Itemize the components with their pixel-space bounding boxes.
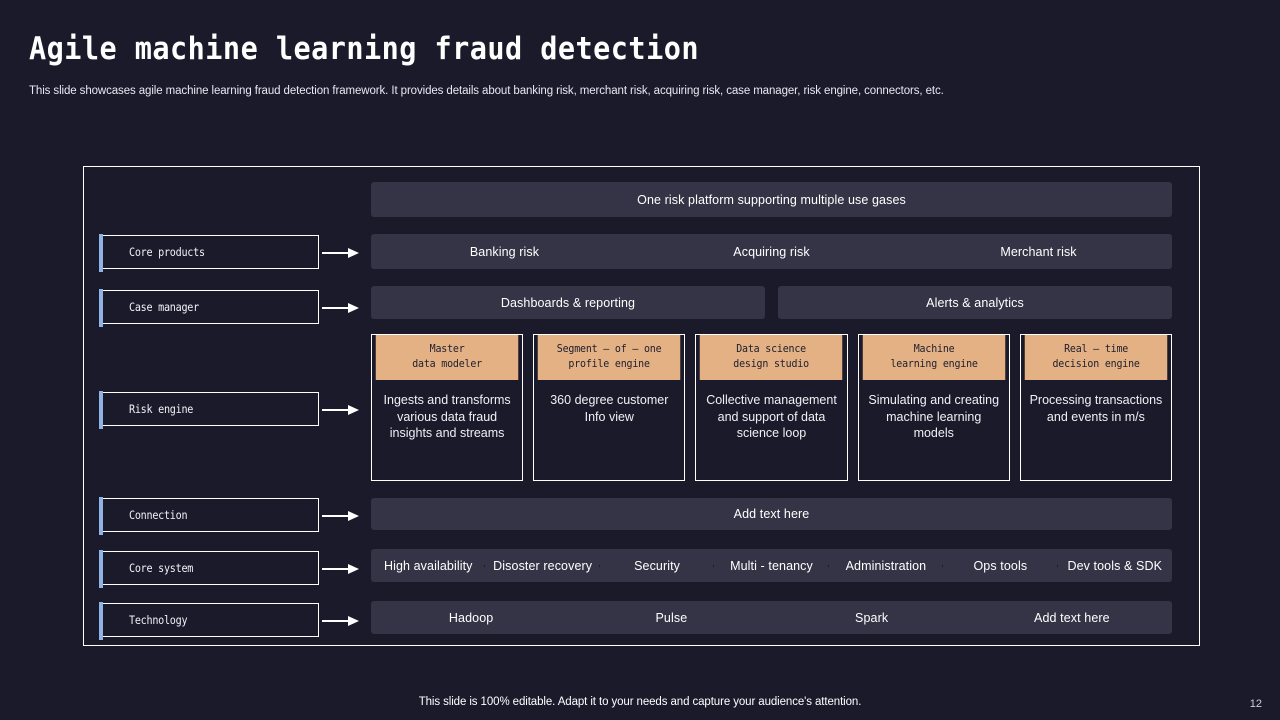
engine-card-title-line2: profile engine bbox=[568, 358, 651, 371]
core-system-row: High availability Disoster recovery Secu… bbox=[371, 549, 1172, 582]
core-system-item[interactable]: Administration bbox=[829, 559, 944, 573]
engine-card[interactable]: Real – time decision engine Processing t… bbox=[1019, 334, 1173, 481]
engine-card-title-line1: Data science bbox=[736, 343, 807, 355]
risk-segment[interactable]: Acquiring risk bbox=[733, 244, 810, 259]
engine-card-body: Ingests and transforms various data frau… bbox=[383, 393, 511, 441]
engine-card-title-line1: Master bbox=[429, 343, 465, 355]
technology-item[interactable]: Spark bbox=[855, 610, 889, 625]
engine-card[interactable]: Data science design studio Collective ma… bbox=[695, 334, 848, 481]
footer-note: This slide is 100% editable. Adapt it to… bbox=[418, 696, 862, 708]
rail-item-label: Case manager bbox=[129, 300, 199, 314]
platform-bar[interactable]: One risk platform supporting multiple us… bbox=[371, 182, 1172, 217]
engine-card-body: Processing transactions and events in m/… bbox=[1029, 393, 1163, 424]
dashboards-reporting-bar[interactable]: Dashboards & reporting bbox=[371, 286, 765, 319]
core-products-row: Banking risk Acquiring risk Merchant ris… bbox=[371, 234, 1172, 269]
rail-accent-bar bbox=[99, 234, 103, 272]
rail-arrow-icon bbox=[322, 248, 362, 258]
engine-card-title-line2: design studio bbox=[733, 358, 810, 371]
engine-card-title-line1: Machine bbox=[913, 343, 955, 355]
rail-item-connection[interactable]: Connection bbox=[99, 497, 319, 535]
core-system-item[interactable]: High availability bbox=[371, 559, 486, 573]
risk-engine-cards: Master data modeler Ingests and transfor… bbox=[371, 334, 1173, 481]
rail-accent-bar bbox=[99, 391, 103, 429]
technology-item[interactable]: Pulse bbox=[655, 610, 688, 625]
technology-item[interactable]: Add text here bbox=[1034, 610, 1110, 625]
engine-card-body: Collective management and support of dat… bbox=[706, 393, 837, 441]
engine-card[interactable]: Machine learning engine Simulating and c… bbox=[857, 334, 1010, 481]
rail-item-core-products[interactable]: Core products bbox=[99, 234, 319, 272]
engine-card-title-line1: Segment – of – one bbox=[556, 343, 662, 355]
alerts-analytics-bar[interactable]: Alerts & analytics bbox=[778, 286, 1172, 319]
rail-item-technology[interactable]: Technology bbox=[99, 602, 319, 640]
page-number: 12 bbox=[1249, 698, 1262, 710]
technology-item[interactable]: Hadoop bbox=[448, 610, 494, 625]
core-system-item[interactable]: Ops tools bbox=[943, 559, 1058, 573]
rail-item-label: Core products bbox=[129, 245, 205, 259]
rail-arrow-icon bbox=[322, 405, 362, 415]
engine-card-body: Simulating and creating machine learning… bbox=[868, 393, 1000, 441]
core-system-item[interactable]: Disoster recovery bbox=[485, 559, 601, 573]
case-manager-row: Dashboards & reporting Alerts & analytic… bbox=[371, 286, 1172, 319]
page-subtitle: This slide showcases agile machine learn… bbox=[29, 85, 944, 97]
engine-card-header: Real – time decision engine bbox=[1024, 335, 1168, 381]
engine-card-header: Machine learning engine bbox=[862, 335, 1006, 381]
rail-item-label: Technology bbox=[129, 613, 188, 627]
diagram-frame: Core products Case manager Risk engine bbox=[83, 166, 1200, 646]
rail-accent-bar bbox=[99, 602, 103, 640]
engine-card[interactable]: Segment – of – one profile engine 360 de… bbox=[533, 334, 686, 481]
technology-row: Hadoop Pulse Spark Add text here bbox=[371, 601, 1172, 634]
engine-card-title-line1: Real – time bbox=[1063, 343, 1128, 355]
rail-arrow-icon bbox=[322, 511, 362, 521]
rail-accent-bar bbox=[99, 497, 103, 535]
rail-accent-bar bbox=[99, 550, 103, 588]
engine-card-header: Data science design studio bbox=[700, 335, 843, 381]
rail-item-case-manager[interactable]: Case manager bbox=[99, 289, 319, 327]
rail-item-label: Risk engine bbox=[129, 402, 194, 416]
rail-arrow-icon bbox=[322, 616, 362, 626]
engine-card-title-line2: decision engine bbox=[1052, 358, 1140, 371]
engine-card-header: Master data modeler bbox=[375, 335, 519, 381]
rail-item-label: Connection bbox=[129, 508, 188, 522]
engine-card[interactable]: Master data modeler Ingests and transfor… bbox=[371, 334, 524, 481]
connection-bar[interactable]: Add text here bbox=[371, 498, 1172, 530]
page-title: Agile machine learning fraud detection bbox=[29, 31, 699, 67]
rail-item-core-system[interactable]: Core system bbox=[99, 550, 319, 588]
engine-card-title-line2: learning engine bbox=[890, 358, 978, 371]
rail-arrow-icon bbox=[322, 564, 362, 574]
rail-accent-bar bbox=[99, 289, 103, 327]
rail-item-risk-engine[interactable]: Risk engine bbox=[99, 391, 319, 429]
engine-card-body: 360 degree customer Info view bbox=[550, 393, 669, 424]
risk-segment[interactable]: Merchant risk bbox=[1000, 244, 1077, 259]
core-system-item[interactable]: Multi - tenancy bbox=[714, 559, 830, 573]
core-system-item[interactable]: Security bbox=[600, 559, 715, 573]
rail-item-label: Core system bbox=[129, 561, 194, 575]
rail-arrow-icon bbox=[322, 303, 362, 313]
engine-card-header: Segment – of – one profile engine bbox=[537, 335, 681, 381]
risk-segment[interactable]: Banking risk bbox=[469, 244, 540, 259]
core-system-item[interactable]: Dev tools & SDK bbox=[1067, 558, 1163, 573]
engine-card-title-line2: data modeler bbox=[412, 358, 482, 371]
